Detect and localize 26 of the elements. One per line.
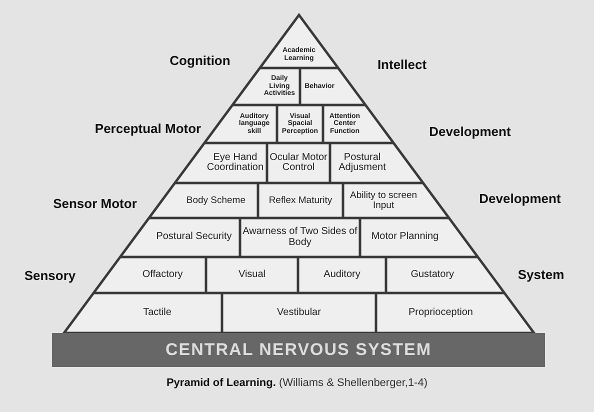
pyramid-cell: Ocular Motor Control bbox=[269, 145, 328, 181]
side-label: Development bbox=[428, 124, 512, 140]
pyramid-cell: Vestibular bbox=[224, 295, 374, 331]
base-bar: CENTRAL NERVOUS SYSTEM bbox=[52, 333, 545, 367]
pyramid-cell: Body Scheme bbox=[176, 185, 256, 216]
pyramid-cell: Postural Security bbox=[150, 220, 238, 255]
pyramid-cell: Gustatory bbox=[388, 259, 477, 291]
side-label: Development bbox=[478, 191, 562, 207]
side-label: Intellect bbox=[376, 57, 428, 73]
pyramid-cell: Auditory bbox=[300, 259, 384, 291]
pyramid-cell: Eye Hand Coordination bbox=[205, 145, 265, 181]
side-label: Sensor Motor bbox=[52, 196, 138, 212]
side-label: System bbox=[516, 267, 566, 283]
pyramid-cell: Reflex Maturity bbox=[260, 185, 341, 216]
pyramid-cell: Proprioception bbox=[378, 295, 504, 331]
pyramid-cell: Visual bbox=[208, 259, 296, 291]
pyramid-cell: Motor Planning bbox=[362, 220, 448, 255]
pyramid-cell: Ability to screen Input bbox=[345, 185, 422, 216]
caption: Pyramid of Learning. (Williams & Shellenberger,1-4) bbox=[165, 377, 429, 389]
pyramid-cell: Awarness of Two Sides of Body bbox=[242, 220, 358, 255]
pyramid-cell: Tactile bbox=[94, 295, 220, 331]
side-label: Cognition bbox=[168, 53, 232, 69]
pyramid-cell: Offactory bbox=[121, 259, 204, 291]
pyramid-cell: Postural Adjusment bbox=[332, 145, 393, 181]
side-label: Perceptual Motor bbox=[94, 121, 202, 137]
side-label: Sensory bbox=[23, 268, 77, 284]
